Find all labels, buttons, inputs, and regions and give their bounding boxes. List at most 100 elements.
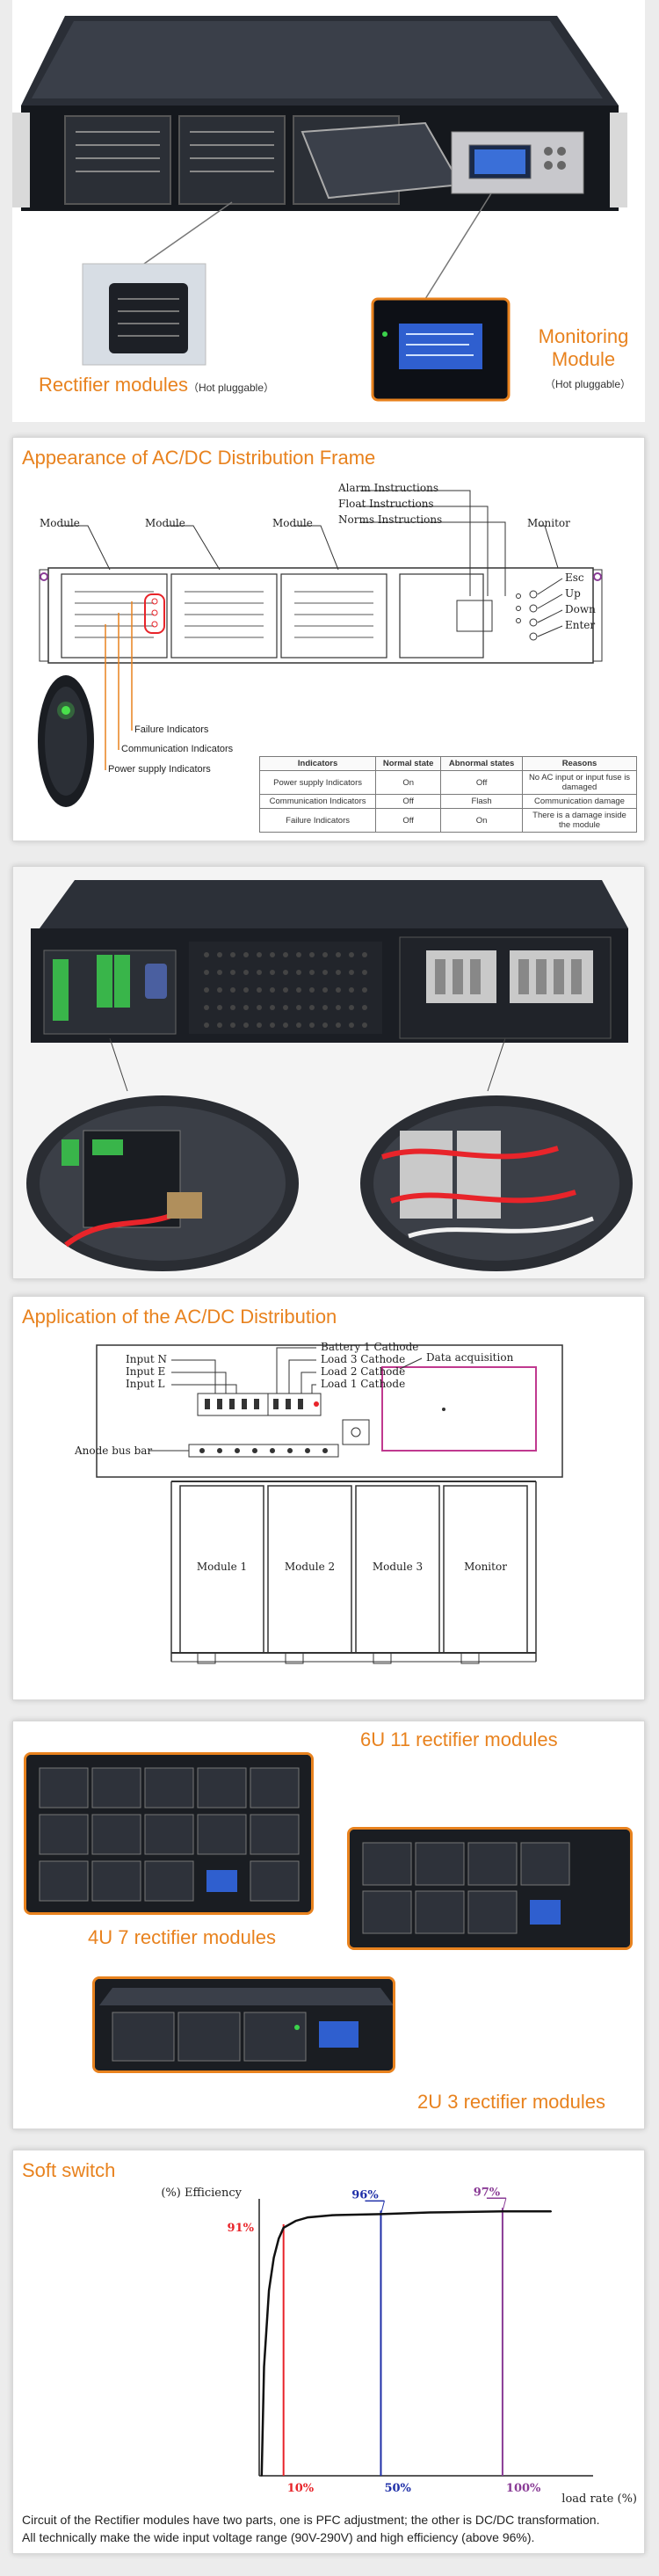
monitoring-label-text: Monitoring Module: [538, 325, 629, 370]
table-cell: Flash: [440, 794, 523, 809]
efficiency-point: [282, 2227, 285, 2229]
indicators-table: Indicators Normal state Abnormal states …: [258, 756, 637, 833]
label-load1-cathode: Load 1 Cathode: [321, 1378, 406, 1390]
photo-2u: [92, 1976, 395, 2073]
table-cell: Off: [375, 808, 442, 833]
rectifier-label-text: Rectifier modules: [39, 374, 188, 396]
table-header: Indicators: [258, 756, 377, 771]
label-module-1: Module 1: [196, 1561, 248, 1573]
efficiency-point: [380, 2213, 382, 2216]
caption-line-1: Circuit of the Rectifier modules have tw…: [22, 2513, 600, 2527]
marker-y-label: 91%: [228, 2222, 255, 2235]
label-communication-indicators: Communication Indicators: [121, 744, 234, 754]
chart-markers: [282, 2197, 507, 2476]
monitoring-module-label: Monitoring Module: [522, 325, 645, 371]
appearance-panel: Appearance of AC/DC Distribution Frame: [12, 437, 645, 841]
soft-switch-panel: Soft switch (%) Efficiency load rate (%) 1…: [12, 2150, 645, 2554]
application-diagram: [96, 1344, 563, 1664]
table-cell: Communication damage: [522, 794, 637, 809]
monitoring-note-text: （Hot pluggable）: [544, 378, 632, 390]
marker-y-label: 96%: [351, 2188, 379, 2201]
label-2u: 2U 3 rectifier modules: [417, 2091, 605, 2113]
chart-series: [260, 2210, 553, 2477]
label-anode-bus-bar: Anode bus bar: [75, 1444, 153, 1457]
efficiency-point: [429, 2211, 431, 2214]
efficiency-point: [307, 2216, 309, 2218]
label-failure-indicators: Failure Indicators: [134, 724, 209, 735]
marker-y-label: 97%: [474, 2186, 501, 2199]
table-cell: Failure Indicators: [258, 808, 377, 833]
label-load2-cathode: Load 2 Cathode: [321, 1365, 406, 1378]
efficiency-point: [260, 2475, 263, 2477]
callout-monitor: Monitor: [527, 517, 570, 529]
callout-module-1: Module: [40, 517, 80, 529]
photo-4u: [347, 1827, 633, 1950]
label-module-3: Module 3: [372, 1561, 424, 1573]
photo-6u: [24, 1752, 314, 1915]
table-row: Failure Indicators Off On There is a dam…: [258, 808, 637, 833]
callout-enter: Enter: [565, 619, 596, 631]
table-cell: Power supply Indicators: [258, 770, 377, 795]
callout-esc: Esc: [565, 571, 584, 584]
callout-norms: Norms Instructions: [338, 513, 443, 526]
caption-line-2: All technically make the wide input volt…: [22, 2530, 535, 2544]
table-header-row: Indicators Normal state Abnormal states …: [258, 756, 637, 771]
table-cell: Off: [375, 794, 442, 809]
label-data-acquisition: Data acquisition: [426, 1351, 514, 1364]
table-header: Abnormal states: [440, 756, 523, 771]
label-4u: 4U 7 rectifier modules: [88, 1926, 276, 1948]
label-battery1-cathode: Battery 1 Cathode: [321, 1341, 419, 1353]
label-module-2: Module 2: [284, 1561, 336, 1573]
label-monitor: Monitor: [464, 1561, 507, 1573]
efficiency-point: [294, 2220, 297, 2222]
table-header: Normal state: [375, 756, 442, 771]
label-power-indicators: Power supply Indicators: [108, 764, 211, 775]
label-6u: 6U 11 rectifier modules: [360, 1728, 558, 1750]
table-cell: Off: [440, 770, 523, 795]
callout-alarm: Alarm Instructions: [338, 482, 438, 494]
label-load3-cathode: Load 3 Cathode: [321, 1353, 406, 1365]
efficiency-chart: (%) Efficiency load rate (%) 10% 91% 50% 96% 1…: [161, 2186, 637, 2506]
rack-unit-photo: [12, 16, 627, 402]
efficiency-curve: [260, 2210, 552, 2477]
product-range-panel: 6U 11 rectifier modules 4U 7 rectifier m…: [12, 1721, 645, 2129]
table-cell: On: [440, 808, 523, 833]
table-cell: There is a damage inside the module: [522, 808, 637, 833]
callout-down: Down: [565, 603, 596, 615]
table-cell: On: [375, 770, 442, 795]
efficiency-point: [278, 2238, 279, 2240]
product-photo-panel: Rectifier modules（Hot pluggable） Monitor…: [12, 0, 645, 422]
x-axis-label: load rate (%): [561, 2492, 637, 2506]
marker-leader: [380, 2201, 385, 2215]
y-axis-label: (%) Efficiency: [161, 2187, 242, 2200]
application-title: Application of the AC/DC Distribution: [22, 1306, 337, 1328]
soft-switch-title: Soft switch: [22, 2159, 116, 2181]
appearance-title: Appearance of AC/DC Distribution Frame: [22, 447, 376, 469]
rectifier-modules-label: Rectifier modules（Hot pluggable）: [39, 374, 274, 397]
table-cell: Communication Indicators: [258, 794, 377, 809]
rear-view-photo: [13, 867, 644, 1278]
marker-x-label: 50%: [384, 2482, 411, 2495]
table-cell: No AC input or input fuse is damaged: [522, 770, 637, 795]
efficiency-point: [263, 2366, 265, 2368]
rear-photo-panel: [12, 866, 645, 1279]
efficiency-point: [331, 2214, 333, 2216]
appearance-diagram: [38, 490, 603, 807]
efficiency-point: [502, 2210, 503, 2213]
chart-axes: [258, 2199, 593, 2477]
marker-x-label: 10%: [287, 2482, 315, 2495]
table-row: Communication Indicators Off Flash Commu…: [258, 794, 637, 809]
efficiency-point: [268, 2289, 270, 2291]
marker-x-label: 100%: [506, 2482, 541, 2495]
efficiency-point: [550, 2210, 553, 2213]
table-header: Reasons: [522, 756, 637, 771]
callout-module-3: Module: [272, 517, 313, 529]
chart-labels: (%) Efficiency load rate (%) 10% 91% 50% 96% 1…: [161, 2186, 637, 2506]
callout-float: Float Instructions: [338, 498, 434, 510]
marker-leader: [502, 2198, 507, 2212]
callout-up: Up: [565, 587, 581, 600]
label-input-e: Input E: [126, 1365, 166, 1378]
label-input-n: Input N: [126, 1353, 168, 1365]
table-row: Power supply Indicators On Off No AC inp…: [258, 770, 637, 795]
application-panel: Application of the AC/DC Distribution: [12, 1296, 645, 1700]
